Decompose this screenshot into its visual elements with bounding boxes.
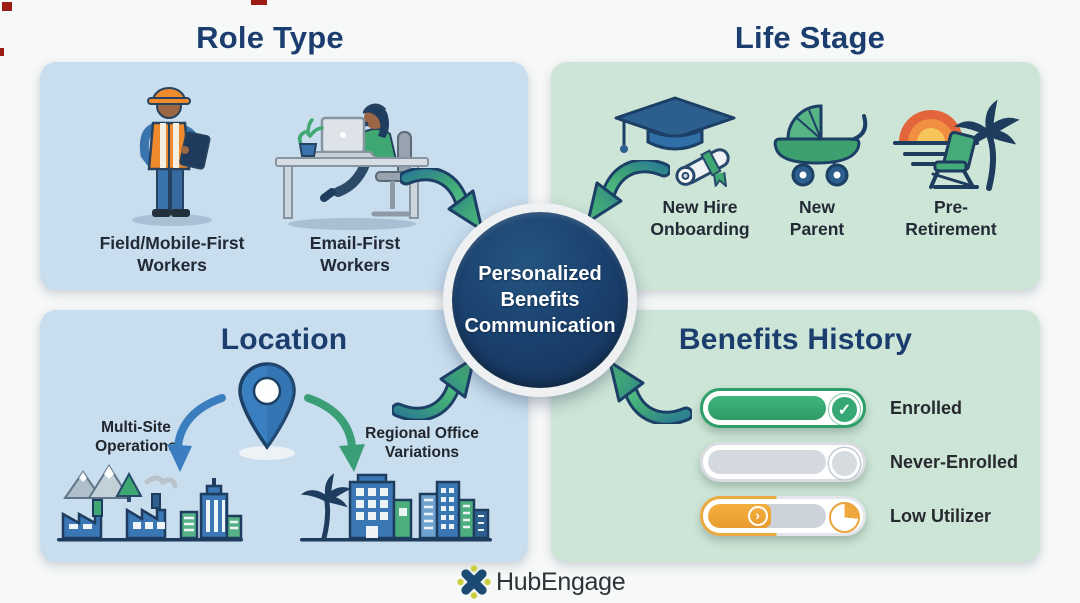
recording-artifact-mark bbox=[251, 0, 267, 5]
role-type-title: Role Type bbox=[196, 20, 344, 55]
email-workers-label: Email-First Workers bbox=[309, 233, 401, 275]
enrolled-track bbox=[708, 396, 826, 420]
low-utilizer-fill: › bbox=[708, 504, 771, 528]
benefits-history-title: Benefits History bbox=[678, 323, 913, 356]
never-enrolled-label: Never-Enrolled bbox=[890, 451, 1019, 472]
industrial-sites-icon bbox=[57, 464, 243, 542]
location-title: Location bbox=[220, 323, 348, 356]
beach-sunset-palm-icon bbox=[893, 99, 1020, 191]
empty-circle-icon bbox=[829, 448, 860, 479]
never-enrolled-toggle bbox=[700, 442, 866, 482]
pie-chart-icon bbox=[829, 502, 860, 533]
flow-arrow-life-stage-icon bbox=[586, 160, 670, 224]
multi-site-label: Multi-Site Operations bbox=[95, 419, 177, 456]
check-icon: ✓ bbox=[829, 394, 860, 425]
flow-arrow-location-icon bbox=[392, 356, 476, 420]
center-circle: Personalized Benefits Communication bbox=[443, 203, 637, 397]
recording-artifact-mark bbox=[2, 2, 12, 11]
chevron-glyph: › bbox=[755, 507, 760, 523]
regional-office-label: Regional Office Variations bbox=[365, 425, 479, 462]
pin-branch-arrows-icon bbox=[167, 394, 365, 472]
low-utilizer-toggle: › bbox=[700, 496, 866, 536]
check-glyph: ✓ bbox=[837, 401, 852, 419]
new-hire-label: New Hire Onboarding bbox=[650, 197, 750, 239]
enrolled-toggle: ✓ bbox=[700, 388, 866, 428]
pre-retirement-label: Pre- Retirement bbox=[905, 197, 997, 239]
center-circle-core: Personalized Benefits Communication bbox=[452, 212, 628, 388]
recording-artifact-mark bbox=[0, 48, 4, 56]
hubengage-logo-icon bbox=[457, 565, 491, 599]
map-pin-icon bbox=[238, 362, 296, 460]
field-workers-label: Field/Mobile-First Workers bbox=[99, 233, 245, 275]
flow-arrow-role-type-icon bbox=[400, 168, 484, 232]
hubengage-brand-text: HubEngage bbox=[496, 567, 626, 596]
life-stage-title: Life Stage bbox=[734, 20, 886, 55]
chevron-right-icon: › bbox=[747, 506, 768, 526]
regional-offices-icon bbox=[300, 473, 492, 542]
low-utilizer-label: Low Utilizer bbox=[890, 505, 992, 526]
flow-arrow-benefits-history-icon bbox=[608, 360, 692, 424]
baby-pram-icon bbox=[773, 104, 868, 187]
low-utilizer-track: › bbox=[708, 504, 826, 528]
graduation-cap-diploma-icon bbox=[614, 96, 736, 188]
center-label: Personalized Benefits Communication bbox=[464, 263, 616, 337]
construction-worker-icon bbox=[132, 87, 212, 226]
enrolled-label: Enrolled bbox=[890, 397, 963, 418]
never-enrolled-track bbox=[708, 450, 826, 474]
new-parent-label: New Parent bbox=[789, 197, 845, 239]
desk-worker-laptop-icon bbox=[275, 103, 429, 230]
